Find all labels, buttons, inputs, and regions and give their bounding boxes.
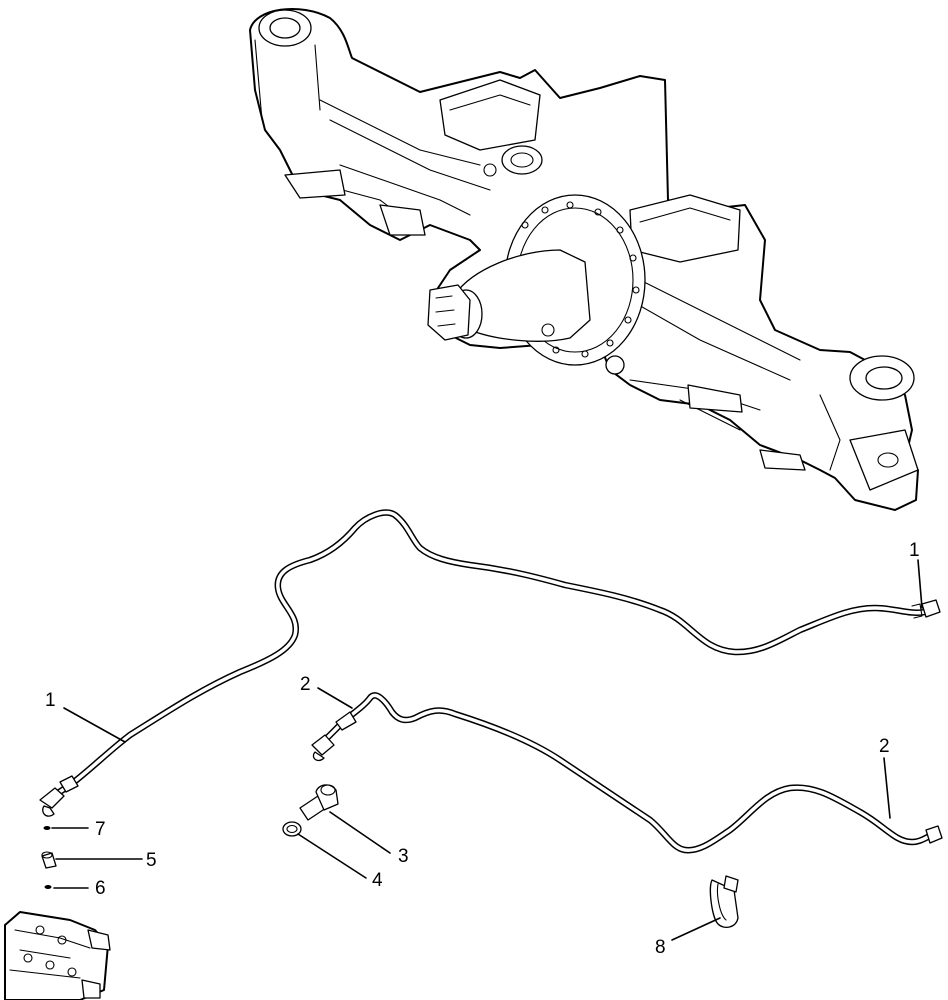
callout-6: 6 xyxy=(95,878,106,899)
callout-4: 4 xyxy=(372,870,383,891)
callout-8: 8 xyxy=(655,937,666,958)
hydraulic-tube-2 xyxy=(311,692,943,854)
control-valve xyxy=(4,911,111,1000)
callout-1-left: 1 xyxy=(45,690,56,711)
axle-housing xyxy=(249,7,919,511)
leader-lines xyxy=(51,559,923,941)
seal-ring-7 xyxy=(43,826,51,830)
callout-1-right: 1 xyxy=(909,540,920,561)
tube-clamp xyxy=(709,875,739,929)
callout-7: 7 xyxy=(95,819,106,840)
callout-3: 3 xyxy=(398,846,409,867)
callout-2-left: 2 xyxy=(300,674,311,695)
o-ring-seal xyxy=(282,821,302,837)
flange-bolts xyxy=(521,201,640,358)
hydraulic-tube-1 xyxy=(39,509,941,817)
elbow-fitting xyxy=(299,784,339,821)
seal-ring-6 xyxy=(44,885,52,889)
callout-2-right: 2 xyxy=(879,736,890,757)
callouts: 1 1 2 2 3 4 5 6 7 8 xyxy=(45,540,920,958)
callout-5: 5 xyxy=(146,850,157,871)
adapter-fitting xyxy=(41,851,57,869)
